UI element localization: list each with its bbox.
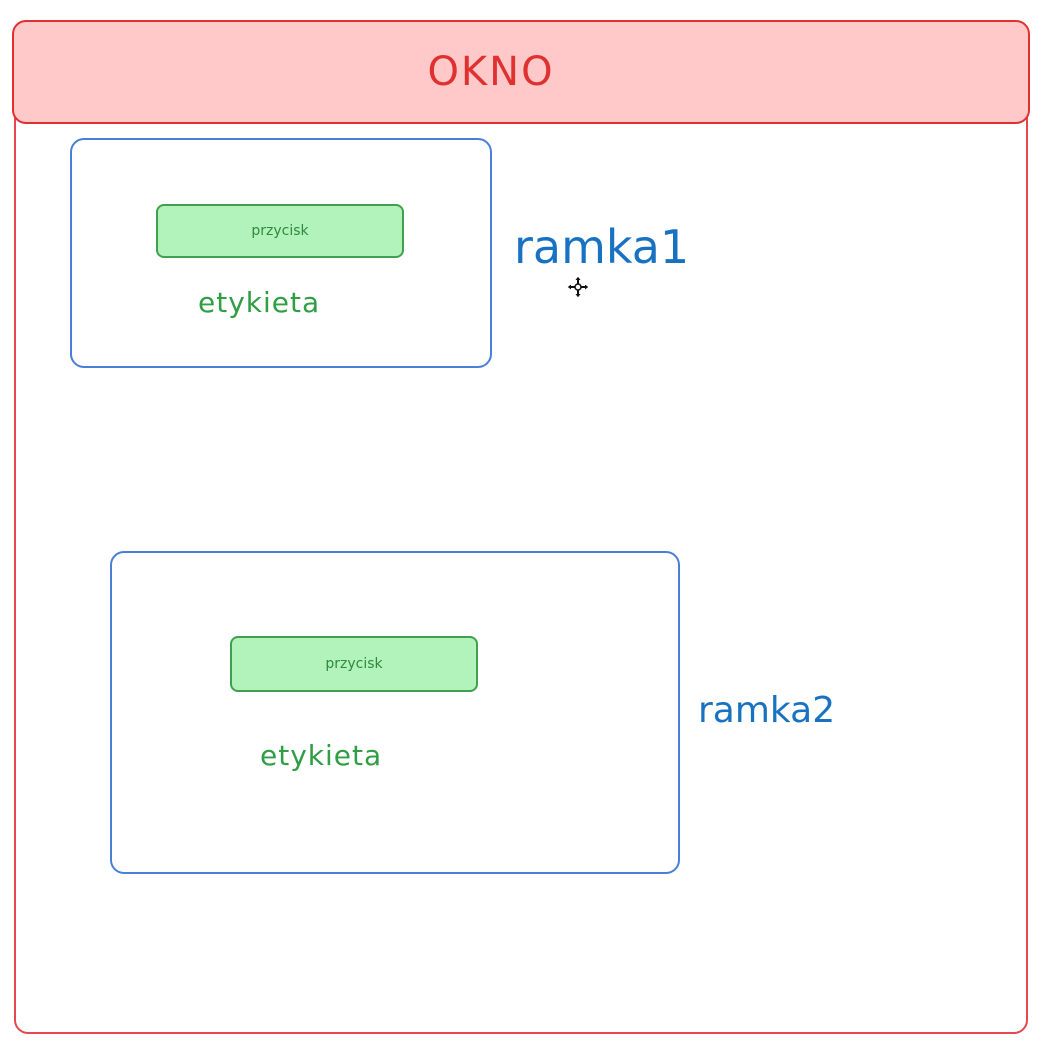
- frame2-label: etykieta: [260, 739, 383, 772]
- move-cursor-icon: [566, 275, 590, 299]
- frame1-label: etykieta: [198, 286, 321, 319]
- window-titlebar: OKNO: [12, 20, 1030, 124]
- frame1-caption: ramka1: [514, 220, 690, 274]
- frame-ramka1: przycisk etykieta: [70, 138, 492, 368]
- window-title: OKNO: [427, 49, 555, 95]
- frame2-caption: ramka2: [698, 690, 836, 731]
- frame-ramka2: przycisk etykieta: [110, 551, 680, 874]
- frame1-button[interactable]: przycisk: [156, 204, 404, 258]
- frame2-button[interactable]: przycisk: [230, 636, 478, 692]
